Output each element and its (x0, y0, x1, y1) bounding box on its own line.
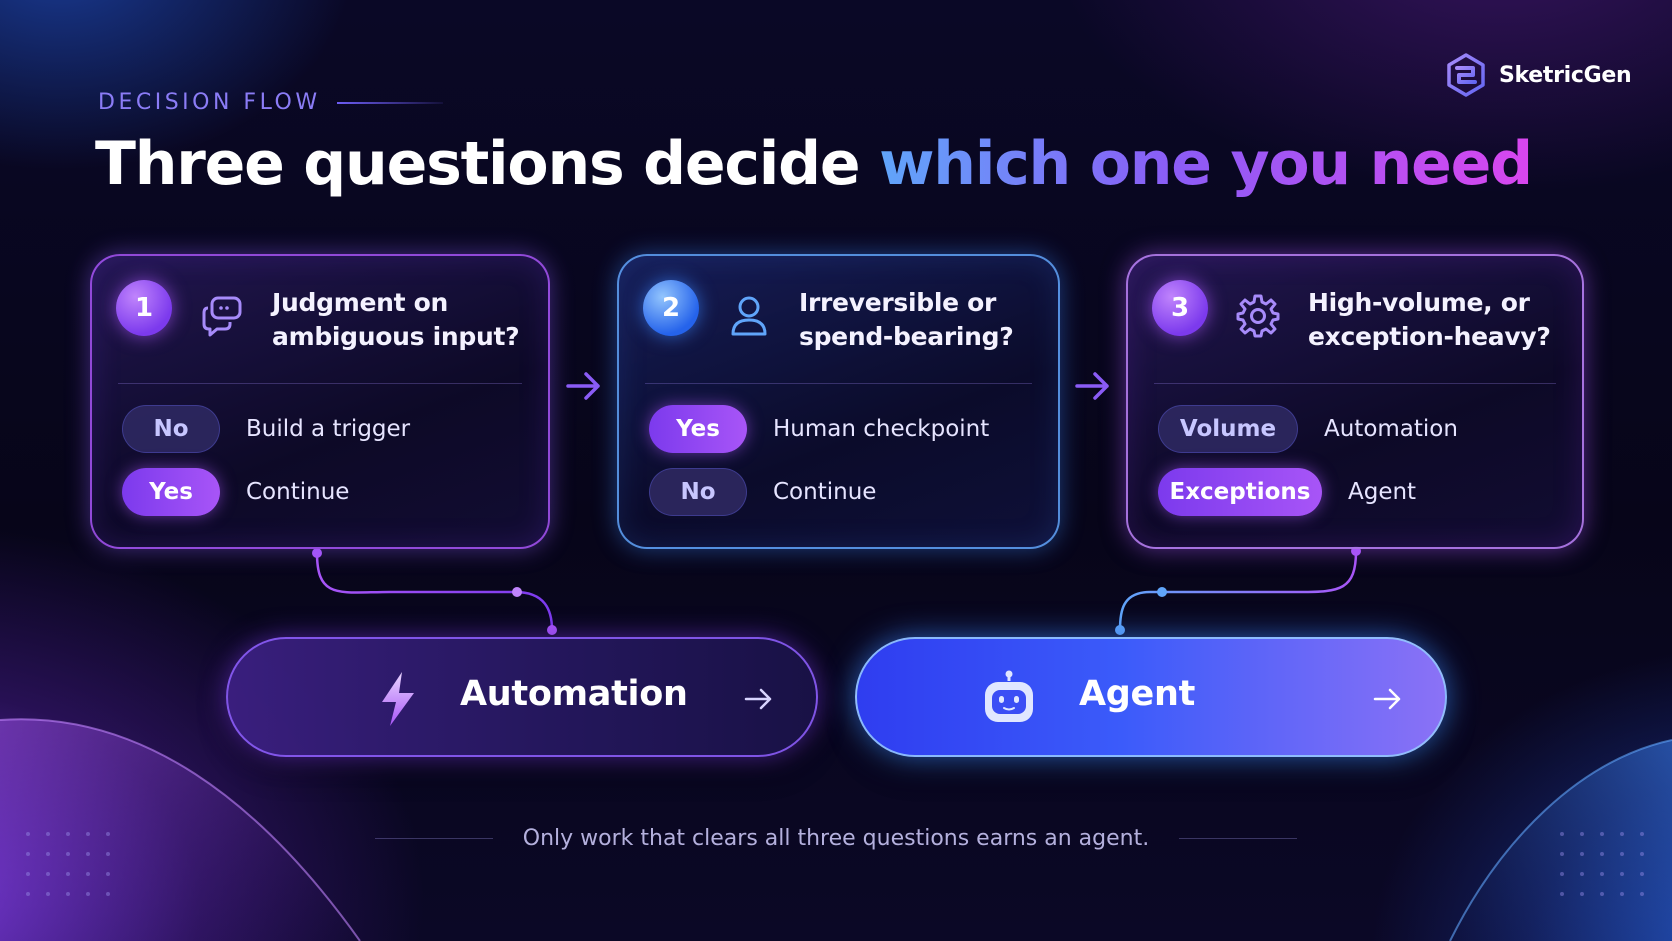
footer-note: Only work that clears all three question… (0, 826, 1672, 851)
eyebrow: DECISION FLOW (98, 90, 443, 115)
question-card-1: 1 Judgment on ambiguous input? No Build … (90, 254, 550, 549)
chat-bubbles-icon (202, 296, 242, 337)
connector-node (512, 587, 522, 597)
title-accent: which one you need (879, 129, 1533, 199)
brand[interactable]: SketricGen (1443, 52, 1632, 98)
eyebrow-rule (336, 101, 443, 104)
question-line-1: High-volume, or (1308, 288, 1530, 317)
dot-grid-right (1560, 832, 1644, 896)
option-result: Continue (773, 479, 877, 505)
question-line-2: spend-bearing? (799, 322, 1014, 351)
robot-icon (985, 670, 1033, 722)
arrow-right-icon (744, 688, 772, 710)
pill-no[interactable]: No (122, 405, 220, 453)
connector-automation (315, 552, 554, 631)
brand-name: SketricGen (1499, 62, 1632, 88)
question-line-2: ambiguous input? (272, 322, 520, 351)
option-result: Continue (246, 479, 350, 505)
connector-node (1115, 625, 1125, 635)
option-row-volume: Volume Automation (1158, 405, 1458, 453)
step-number-badge: 3 (1152, 280, 1208, 336)
option-row-exceptions: Exceptions Agent (1158, 468, 1416, 516)
question-line-2: exception-heavy? (1308, 322, 1551, 351)
card-divider (645, 383, 1032, 384)
outcome-automation-button[interactable]: Automation (226, 637, 818, 757)
pill-yes[interactable]: Yes (649, 405, 747, 453)
connector-node (547, 625, 557, 635)
title-lead: Three questions decide (95, 129, 880, 199)
option-row-no: No Continue (649, 468, 876, 516)
pill-volume[interactable]: Volume (1158, 405, 1298, 453)
question-text: High-volume, or exception-heavy? (1308, 286, 1551, 354)
sketricgen-logo-icon (1447, 53, 1485, 97)
option-result: Human checkpoint (773, 416, 990, 442)
page-title: Three questions decide which one you nee… (95, 124, 1533, 204)
question-text: Judgment on ambiguous input? (272, 286, 520, 354)
question-card-3: 3 High-volume, or exception-heavy? Volum… (1126, 254, 1584, 549)
option-row-yes: Yes Continue (122, 468, 349, 516)
option-result: Build a trigger (246, 416, 411, 442)
card-divider (1154, 383, 1556, 384)
option-row-yes: Yes Human checkpoint (649, 405, 989, 453)
dot-grid-left (26, 832, 110, 896)
outcome-label: Automation (460, 674, 688, 714)
step-number-badge: 2 (643, 280, 699, 336)
pill-exceptions[interactable]: Exceptions (1158, 468, 1322, 516)
question-text: Irreversible or spend-bearing? (799, 286, 1014, 354)
connector-node (312, 548, 322, 558)
pill-no[interactable]: No (649, 468, 747, 516)
question-card-2: 2 Irreversible or spend-bearing? Yes Hum… (617, 254, 1060, 549)
person-icon (731, 296, 767, 336)
footer-rule-right (1179, 838, 1298, 839)
question-line-1: Irreversible or (799, 288, 997, 317)
footer-text: Only work that clears all three question… (522, 826, 1150, 851)
footer-rule-left (374, 838, 493, 839)
arrow-right-icon (1373, 688, 1401, 710)
connector-agent (1118, 550, 1358, 631)
connector-node (1157, 587, 1167, 597)
outcome-agent-button[interactable]: Agent (855, 637, 1447, 757)
arrow-right-icon (1075, 372, 1109, 400)
option-result: Agent (1348, 479, 1417, 505)
pill-yes[interactable]: Yes (122, 468, 220, 516)
step-number-badge: 1 (116, 280, 172, 336)
option-result: Automation (1324, 416, 1458, 442)
option-row-no: No Build a trigger (122, 405, 410, 453)
arrow-right-icon (566, 372, 600, 400)
lightning-bolt-icon (382, 672, 414, 726)
gear-icon (1236, 294, 1280, 338)
eyebrow-label: DECISION FLOW (98, 90, 321, 115)
card-divider (118, 383, 522, 384)
question-line-1: Judgment on (272, 288, 449, 317)
outcome-label: Agent (1079, 674, 1196, 714)
